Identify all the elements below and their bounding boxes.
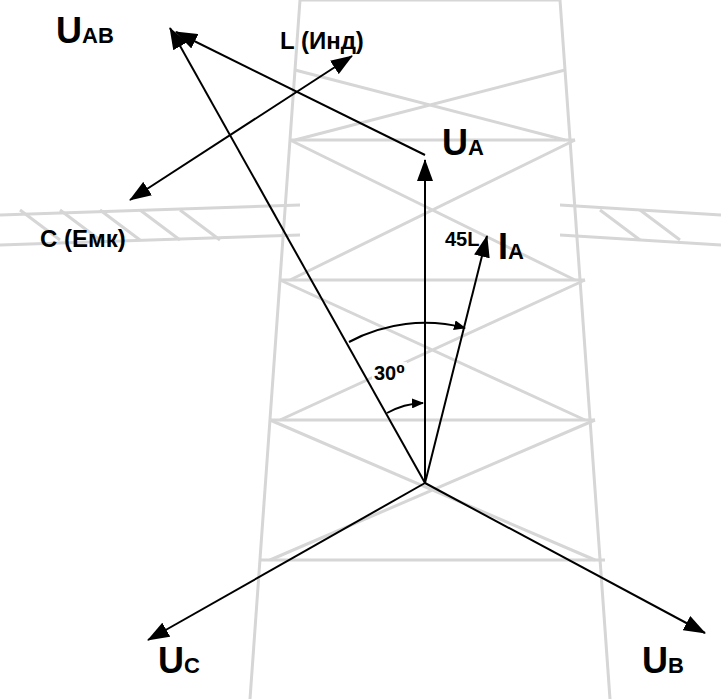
angle-label: 30⁰ (372, 362, 407, 384)
angle-arc-30 (387, 403, 423, 413)
vector-ua (424, 160, 426, 483)
capacitive-label: C (Емк) (38, 226, 128, 252)
angle-label: 45L (443, 228, 481, 250)
vector-ub (425, 483, 705, 633)
voltage-label: UB (640, 642, 686, 680)
vector-uc (148, 483, 425, 640)
vector-uab (170, 28, 425, 483)
voltage-label: UAB (54, 12, 116, 50)
voltage-label: UA (440, 124, 486, 162)
current-label: IA (496, 228, 526, 266)
reactance-axis (130, 56, 352, 200)
voltage-label: UC (156, 642, 202, 680)
angle-arc-45 (349, 323, 465, 342)
inductive-label: L (Инд) (278, 28, 366, 54)
vector-ia (425, 236, 487, 483)
